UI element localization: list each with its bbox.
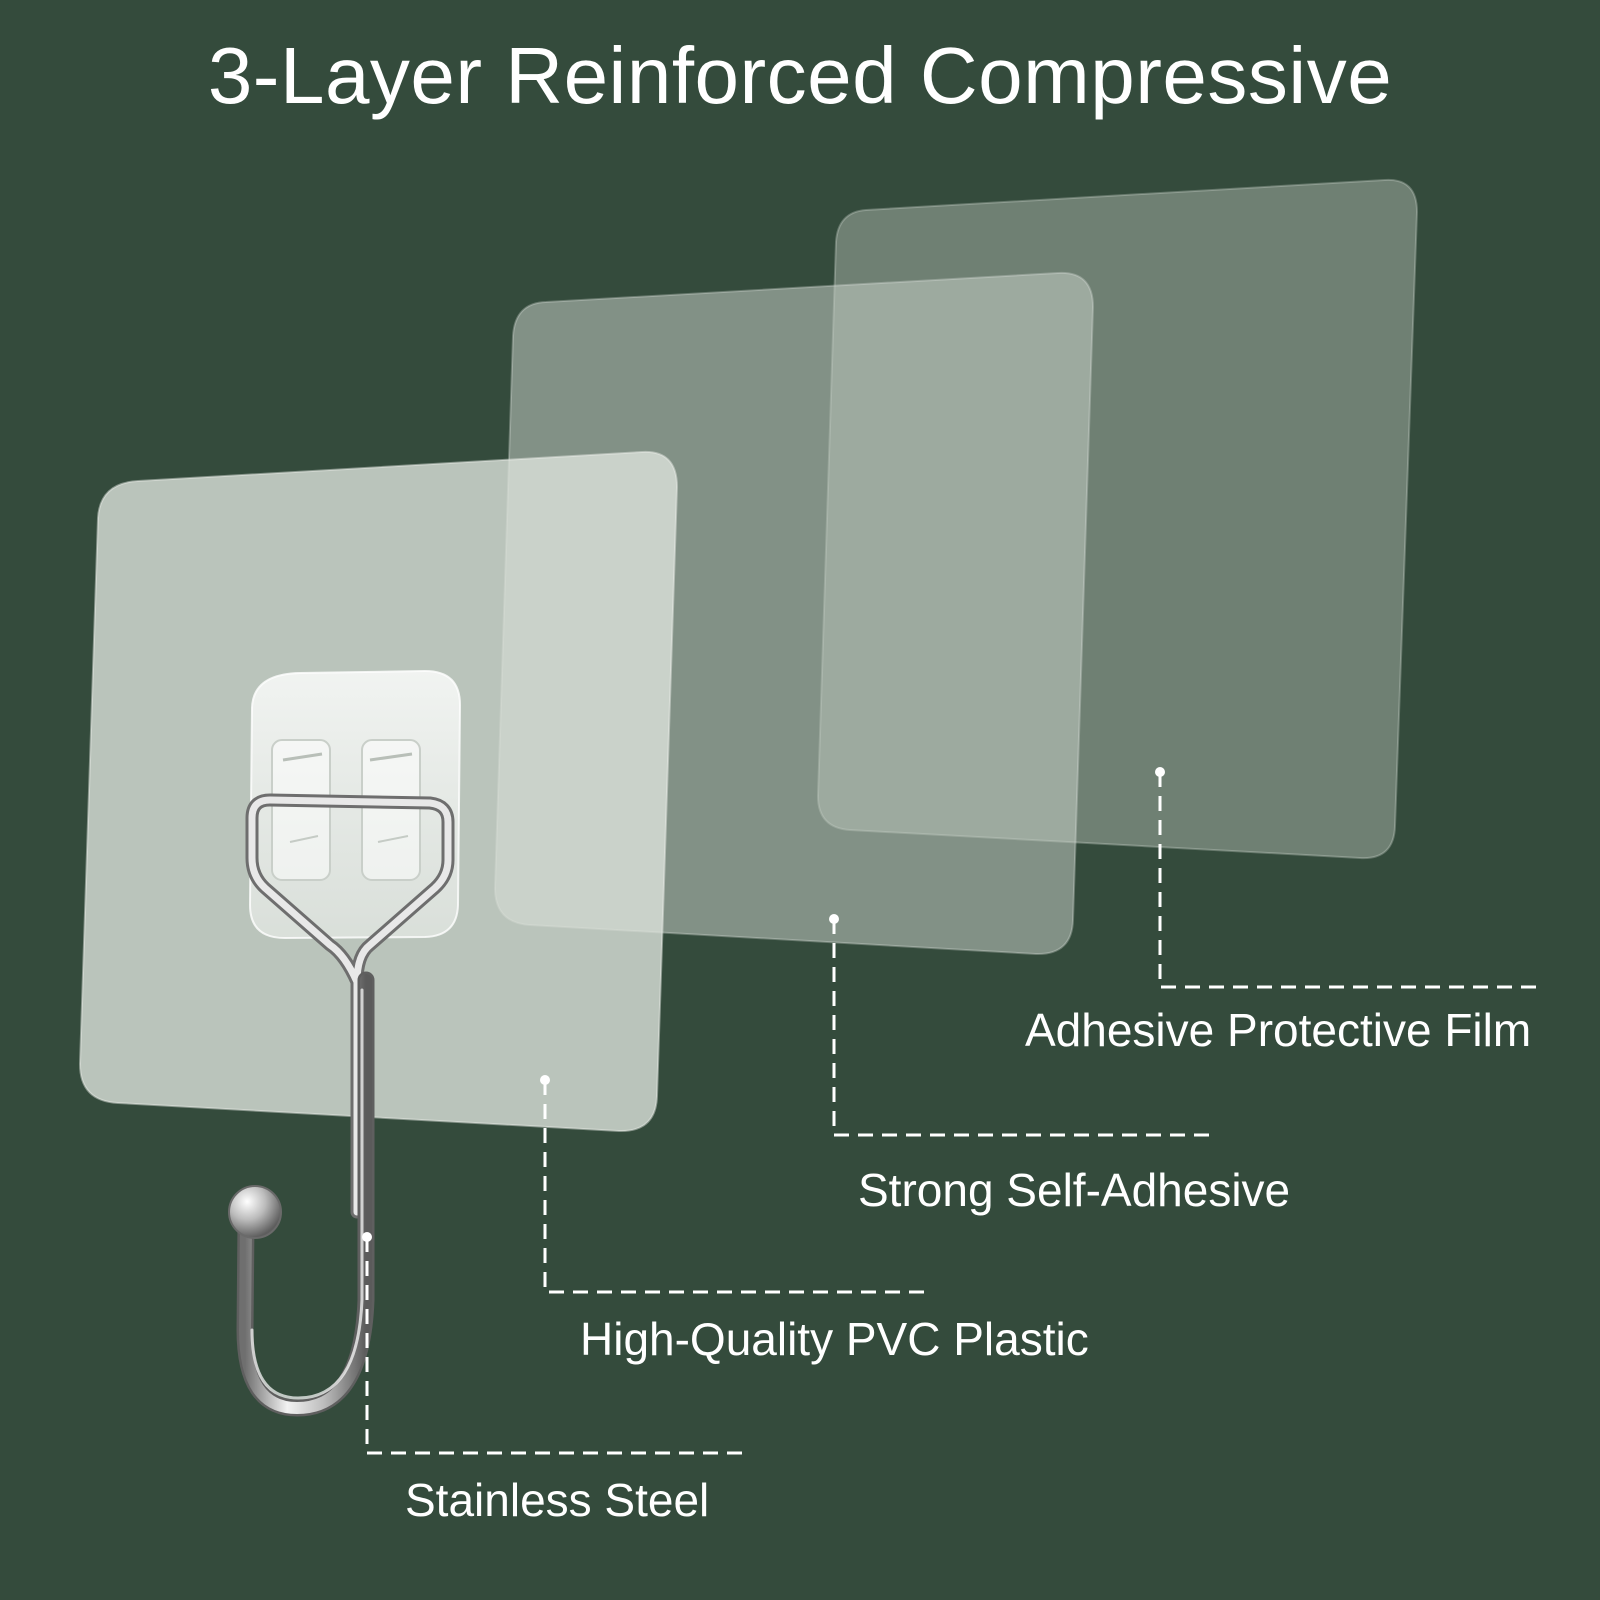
callout-dot-adhesive [829,914,839,924]
label-stainless-steel: Stainless Steel [405,1474,710,1526]
callout-lines [365,772,1545,1455]
hook-tip-ball [228,1185,282,1239]
callout-dot-steel [362,1232,372,1242]
callout-dot-pvc [540,1075,550,1085]
callout-line-steel [365,1237,750,1455]
callout-line-adhesive [832,919,1217,1137]
callout-dot-film [1155,767,1165,777]
label-adhesive-protective-film: Adhesive Protective Film [1025,1004,1532,1056]
stainless-steel-hook [228,793,455,1417]
label-strong-self-adhesive: Strong Self-Adhesive [858,1164,1291,1216]
page-title: 3-Layer Reinforced Compressive [207,31,1393,120]
callout-dots [362,767,1165,1242]
label-pvc-plastic: High-Quality PVC Plastic [580,1313,1089,1365]
callout-line-pvc [543,1080,927,1294]
